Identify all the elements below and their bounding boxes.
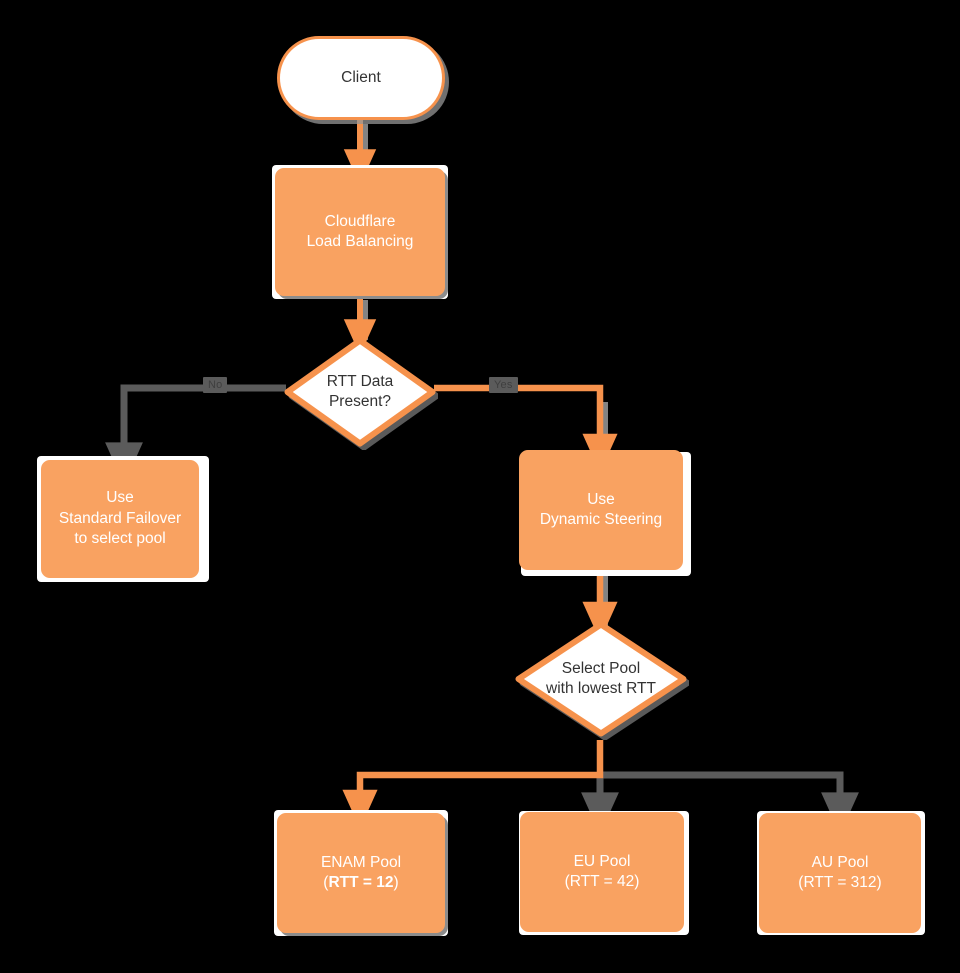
node-eu-pool[interactable]: EU Pool (RTT = 42) [520, 812, 684, 932]
node-au-pool-rtt: (RTT = 312) [798, 873, 881, 893]
node-au-pool-rtt-value: RTT = 312 [803, 874, 877, 891]
node-load-balancing[interactable]: Cloudflare Load Balancing [275, 168, 445, 296]
node-au-pool-close-paren: ) [876, 874, 882, 891]
node-eu-pool-rtt-value: RTT = 42 [569, 873, 635, 890]
node-enam-pool-label: ENAM Pool [320, 853, 402, 871]
node-client[interactable]: Client [277, 36, 445, 120]
node-eu-pool-label: EU Pool [573, 852, 631, 870]
node-rtt-decision[interactable]: RTT Data Present? [282, 334, 438, 450]
edge-rtt-to-dynamic-steering [434, 384, 618, 473]
node-dynamic-steering-line2: Dynamic Steering [539, 511, 663, 528]
node-enam-pool-open-paren: ( [323, 874, 329, 891]
node-eu-pool-rtt: (RTT = 42) [565, 872, 640, 892]
rtt-decision-diamond-shape [284, 337, 436, 447]
node-enam-pool-rtt-value: RTT = 12 [328, 874, 394, 891]
node-enam-pool-close-paren: ) [393, 874, 399, 891]
node-standard-failover-line2: Standard Failover [58, 509, 182, 527]
edge-rtt-to-standard-failover [105, 384, 286, 485]
node-standard-failover-line3: to select pool [74, 530, 166, 548]
node-au-pool-open-paren: ( [798, 874, 804, 891]
node-dynamic-steering[interactable]: Use Dynamic Steering [519, 450, 683, 570]
node-client-label: Client [341, 68, 381, 86]
node-eu-pool-open-paren: ( [564, 873, 570, 890]
node-select-pool[interactable]: Select Pool with lowest RTT [513, 618, 689, 740]
edge-label-rtt-no: No [203, 377, 228, 394]
node-eu-pool-close-paren: ) [634, 873, 640, 890]
node-dynamic-steering-line1: Use [587, 490, 615, 508]
edge-selectpool-to-au-pool [600, 771, 859, 835]
node-enam-pool[interactable]: ENAM Pool (RTT = 12) [277, 813, 445, 933]
node-au-pool[interactable]: AU Pool (RTT = 312) [759, 813, 921, 933]
select-pool-diamond-shape [515, 621, 687, 737]
edge-label-rtt-yes: Yes [489, 377, 518, 394]
node-au-pool-label: AU Pool [811, 853, 869, 871]
node-load-balancing-line2: Load Balancing [306, 233, 414, 250]
node-standard-failover-line1: Use [106, 489, 134, 507]
edge-selectpool-to-enam-pool [342, 740, 604, 829]
node-load-balancing-line1: Cloudflare [324, 212, 396, 230]
node-standard-failover[interactable]: Use Standard Failover to select pool [41, 460, 199, 578]
node-enam-pool-rtt: (RTT = 12) [323, 873, 398, 893]
